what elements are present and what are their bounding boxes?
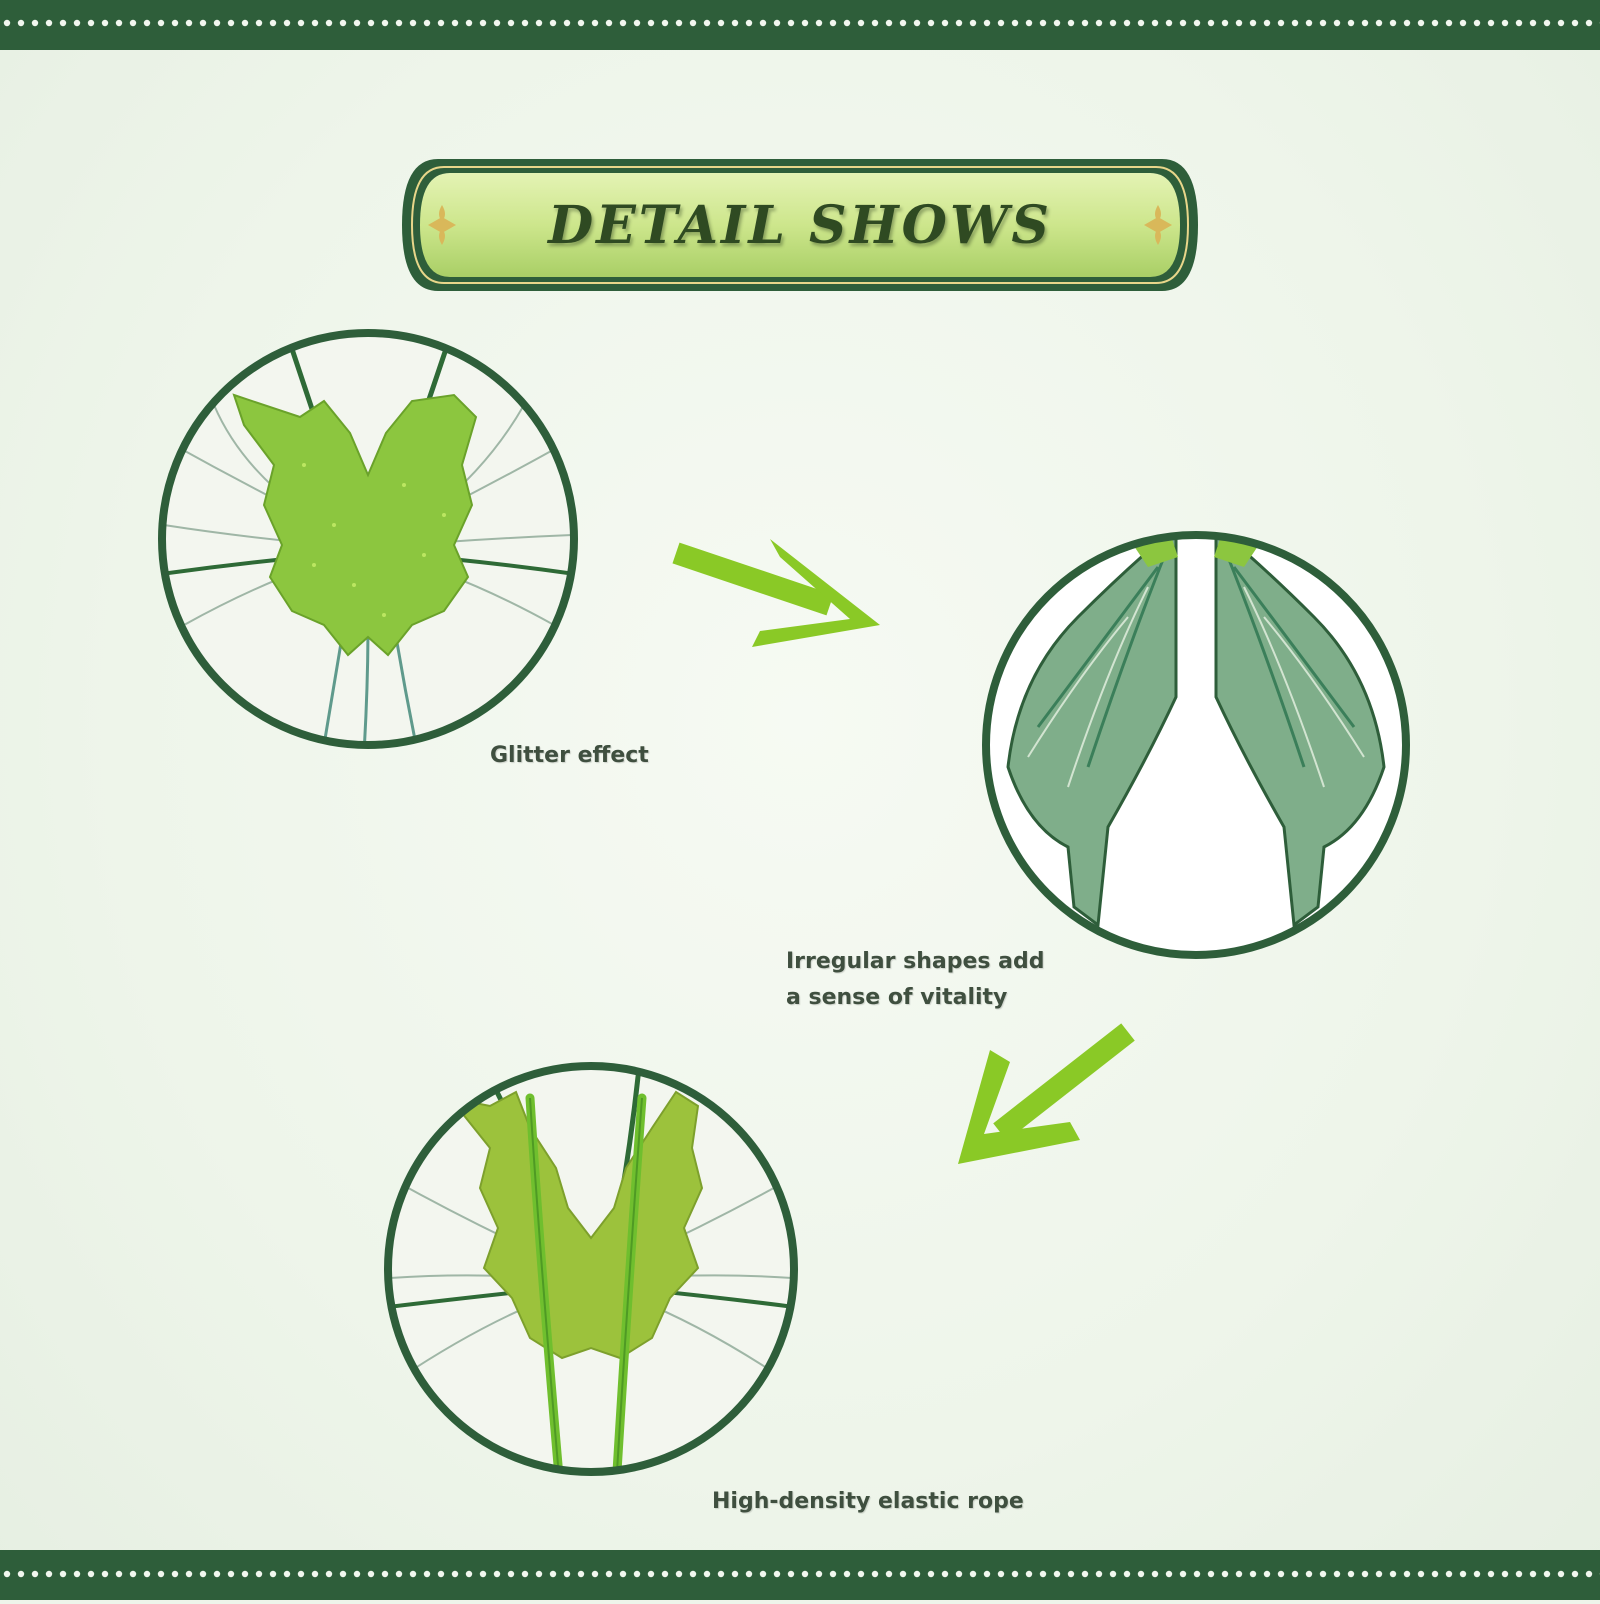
caption-irregular: Irregular shapes add a sense of vitality <box>786 944 1044 1016</box>
detail-glitter-image <box>154 325 582 753</box>
detail-elastic-image <box>380 1058 802 1480</box>
left-ornament-icon <box>428 205 456 245</box>
banner-frame <box>402 159 1198 291</box>
arrow-left-down-icon <box>950 1022 1140 1172</box>
top-border <box>0 0 1600 50</box>
bottom-border-dots <box>0 1550 1600 1600</box>
detail-wings-image <box>978 527 1414 963</box>
arrow-right-down-icon <box>670 535 890 655</box>
banner-title: DETAIL SHOWS <box>548 194 1052 256</box>
right-ornament-icon <box>1144 205 1172 245</box>
top-border-dots <box>0 0 1600 50</box>
bottom-border <box>0 1550 1600 1600</box>
title-banner: DETAIL SHOWS <box>398 155 1202 295</box>
caption-glitter: Glitter effect <box>490 738 649 774</box>
caption-glitter-line: Glitter effect <box>490 743 649 768</box>
caption-irregular-line-2: a sense of vitality <box>786 985 1008 1010</box>
caption-irregular-line-1: Irregular shapes add <box>786 949 1045 974</box>
caption-elastic-line: High-density elastic rope <box>712 1489 1024 1514</box>
caption-elastic: High-density elastic rope <box>712 1484 1024 1520</box>
